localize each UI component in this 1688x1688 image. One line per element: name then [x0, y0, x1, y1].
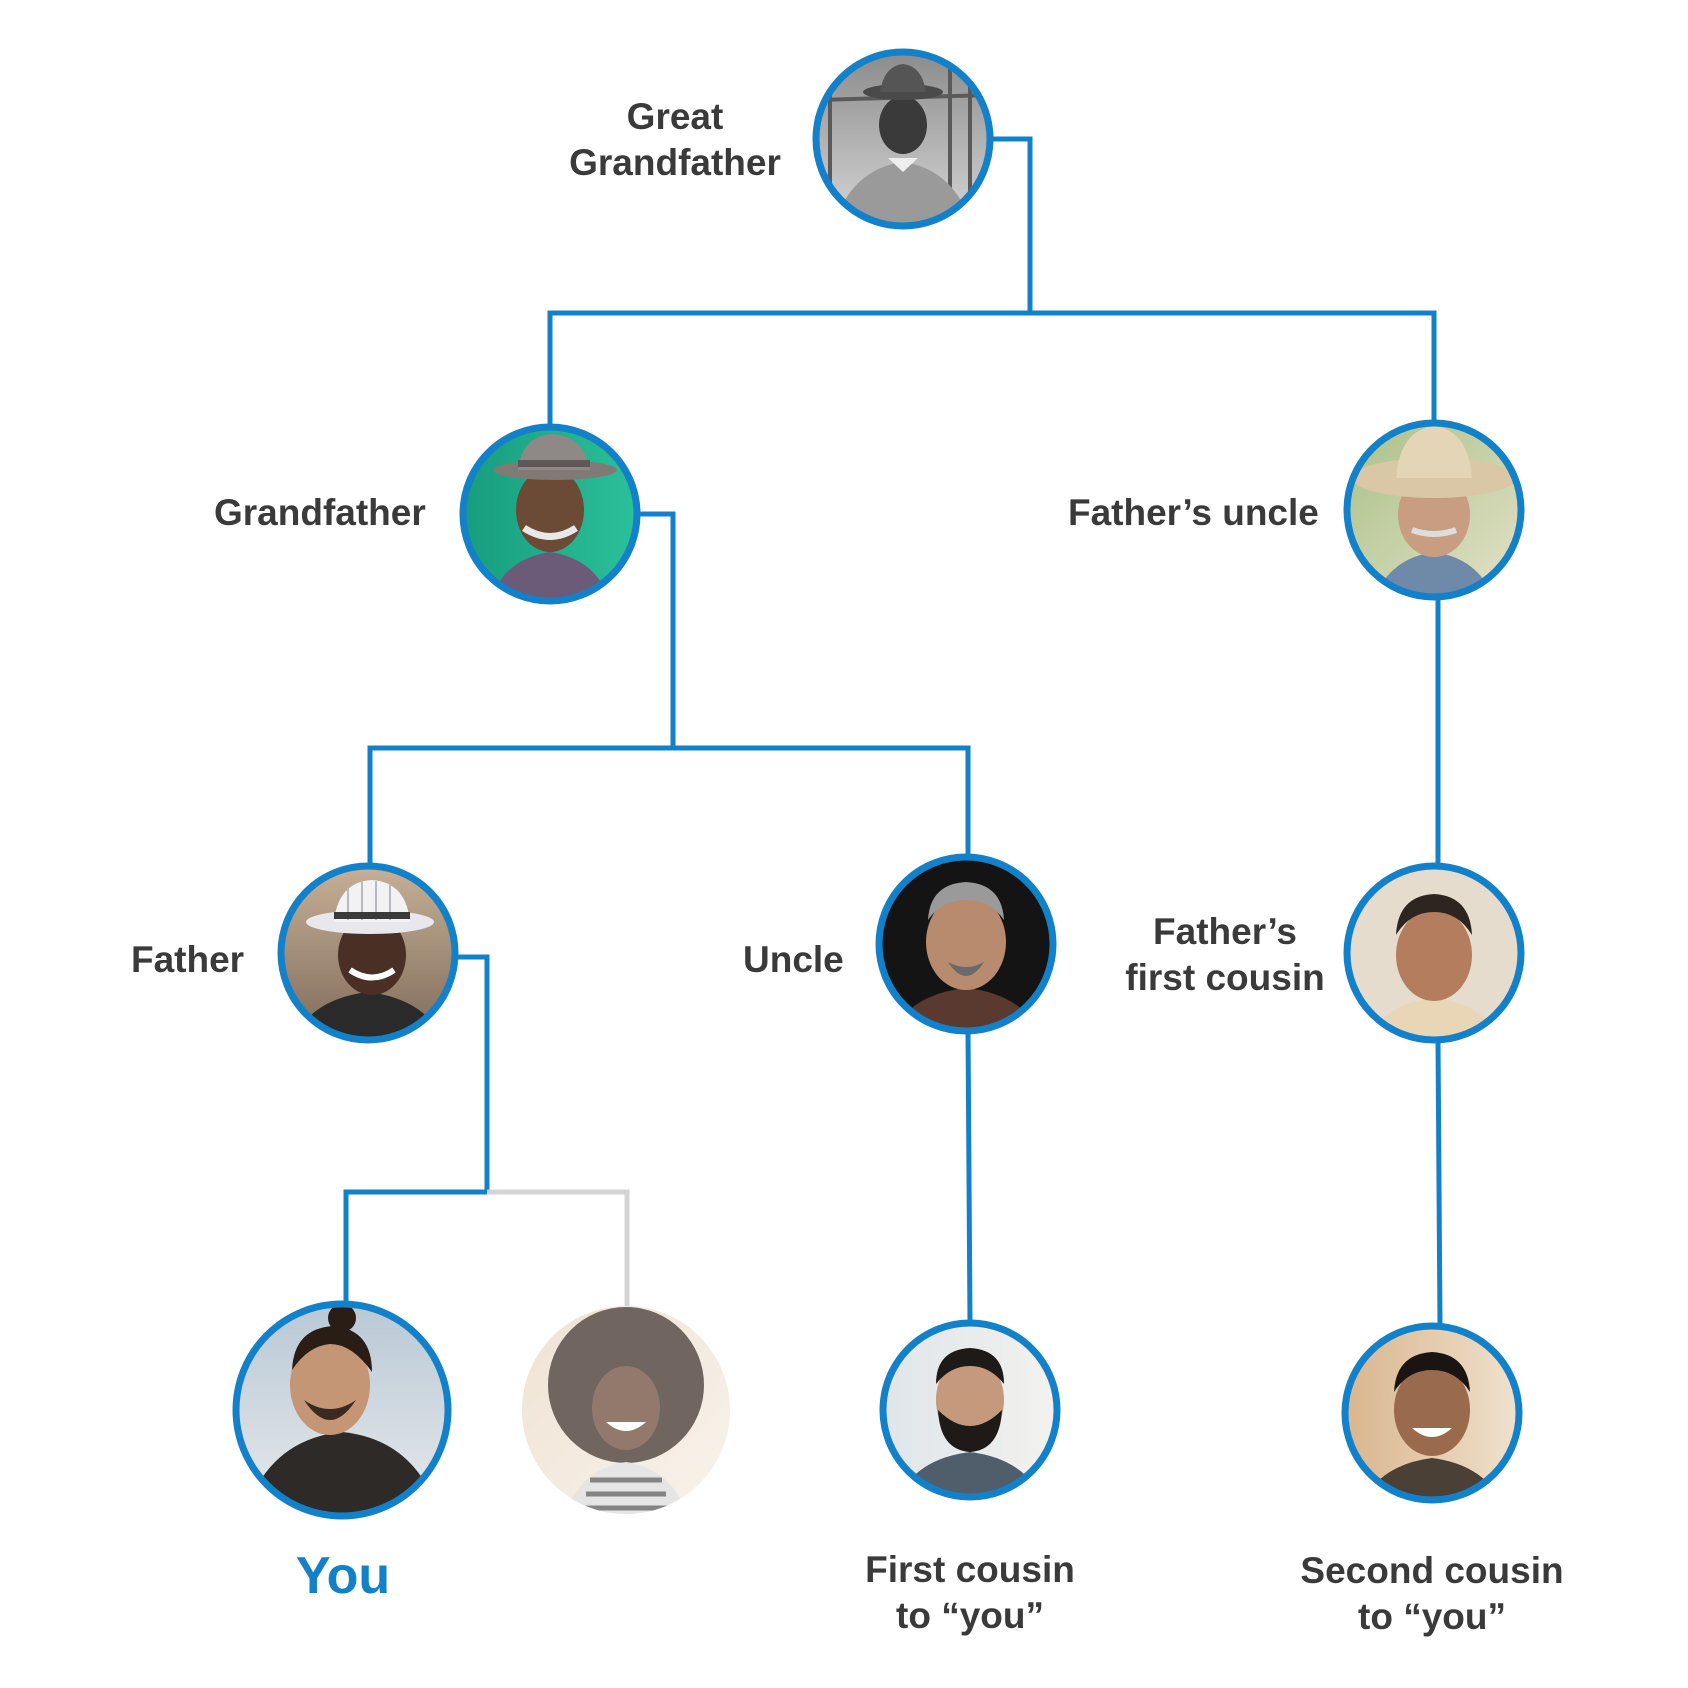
second-cousin-label-line2: to “you” — [1358, 1596, 1506, 1637]
first-cousin-label: First cousin to “you” — [865, 1547, 1075, 1639]
first-cousin-photo — [879, 1319, 1061, 1501]
great-grandfather-photo — [812, 48, 994, 230]
grandfather-label: Grandfather — [214, 492, 426, 533]
fathers-first-cousin-label-line2: first cousin — [1125, 957, 1325, 998]
connector-fc-to-c2 — [1435, 1039, 1443, 1327]
great-grandfather-label-line2: Grandfather — [569, 142, 781, 183]
second-cousin-label-line1: Second cousin — [1300, 1550, 1564, 1591]
fathers-first-cousin-label-line1: Father’s — [1153, 911, 1297, 952]
father-photo — [277, 862, 459, 1044]
fathers-first-cousin-label: Father’s first cousin — [1125, 909, 1324, 1001]
connector-gen2-bar — [547, 310, 1437, 427]
father-label: Father — [131, 939, 245, 980]
great-grandfather-label-line1: Great — [626, 96, 724, 137]
you-photo — [232, 1300, 452, 1520]
second-cousin-label: Second cousin to “you” — [1300, 1548, 1563, 1640]
fathers-uncle-photo — [1343, 419, 1525, 601]
first-cousin-label-line1: First cousin — [865, 1549, 1075, 1590]
connector-gen3-bar — [367, 745, 971, 866]
connector-father-to-sibling — [487, 1189, 630, 1306]
connector-lines — [343, 136, 1443, 1327]
connector-ggf-to-children — [990, 136, 1033, 313]
uncle-label: Uncle — [743, 939, 844, 980]
uncle-photo — [875, 853, 1057, 1035]
fathers-uncle-label: Father’s uncle — [1068, 492, 1319, 533]
first-cousin-label-line2: to “you” — [896, 1595, 1044, 1636]
connector-uncle-to-c1 — [965, 1030, 973, 1324]
sibling-photo — [522, 1306, 730, 1514]
grandfather-photo — [459, 423, 641, 605]
great-grandfather-label: Great Grandfather — [569, 94, 781, 186]
fathers-first-cousin-photo — [1343, 862, 1525, 1044]
you-label: You — [295, 1547, 391, 1605]
connector-gf-to-children — [637, 511, 676, 748]
second-cousin-photo — [1341, 1322, 1523, 1504]
